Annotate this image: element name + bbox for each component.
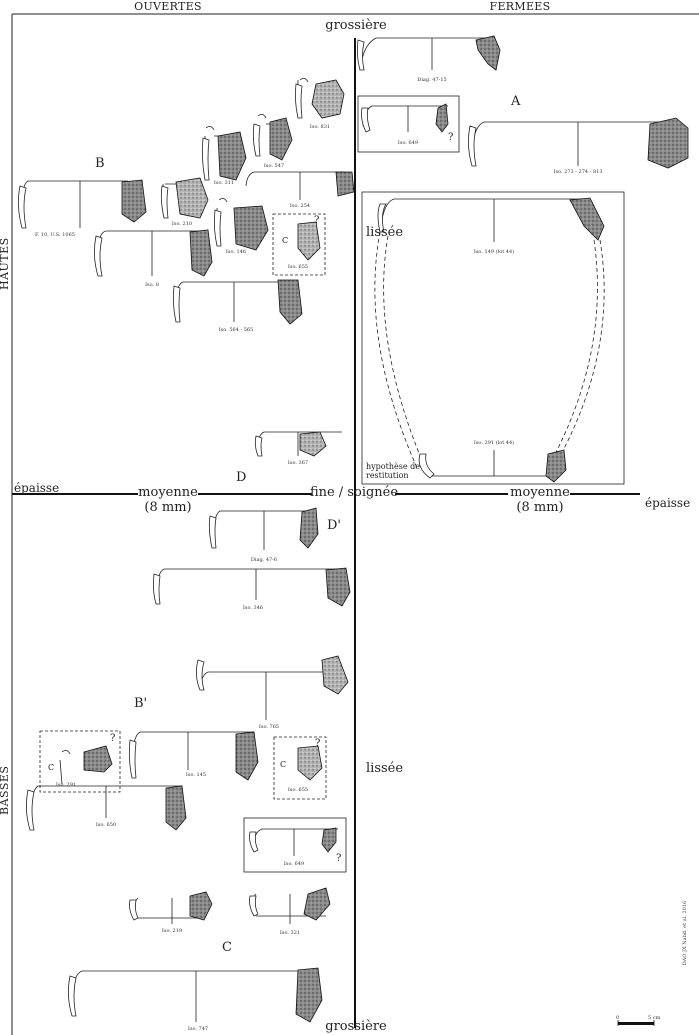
label-epaisse-right: épaisse (645, 496, 691, 510)
group-a: A (511, 94, 521, 109)
ref-iso-146: Iso. 146 (225, 249, 247, 255)
group-c: C (222, 940, 232, 955)
label-grossiere-bottom: grossière (325, 1019, 387, 1034)
group-d-prime: D' (327, 518, 341, 533)
c-mark-left: C (48, 763, 55, 772)
ref-iso-831: Iso. 831 (309, 124, 331, 130)
ref-iso-747: Iso. 747 (187, 1026, 209, 1032)
scale-zero: 0 (616, 1015, 620, 1021)
question-mark-2: ? (314, 215, 320, 226)
ref-iso-649-bottom: Iso. 649 (283, 861, 305, 867)
side-label-basses: BASSES (0, 765, 11, 815)
group-b-prime: B' (134, 696, 148, 711)
ref-iso-649-top: Iso. 649 (397, 140, 419, 146)
label-lissee-bottom: lissée (366, 761, 404, 776)
ref-iso-8: Iso. 8 (145, 282, 159, 288)
scale-five: 5 cm (648, 1015, 661, 1021)
label-fine: fine / soignée (309, 485, 399, 500)
c-mark-bottom: C (280, 760, 287, 769)
question-mark-5: ? (336, 853, 342, 864)
credit: DAO JX Nabd. et al. 2016 (681, 900, 688, 966)
ref-iso-367: Iso. 367 (287, 460, 309, 466)
group-d: D (236, 470, 247, 485)
ref-iso-655-bottom: Iso. 655 (287, 787, 309, 793)
scale-bar (617, 1020, 655, 1026)
label-grossiere-top: grossière (325, 18, 387, 33)
group-boxes (39, 95, 625, 873)
header-ouvertes: OUVERTES (134, 0, 202, 13)
question-mark-3: ? (110, 733, 116, 744)
ref-iso-219: Iso. 219 (161, 928, 183, 934)
ref-diag-47-15: Diag. 47-15 (417, 77, 447, 83)
wall-profiles (18, 39, 477, 1017)
ref-diag-47-6: Diag. 47-6 (250, 557, 278, 563)
label-lissee-top: lissée (366, 225, 404, 240)
frame (11, 13, 699, 1035)
ref-iso-564: Iso. 564 - 565 (218, 327, 254, 333)
ref-iso-254: Iso. 254 (289, 203, 311, 209)
ref-f10: F. 10, U.S. 1065 (35, 232, 75, 238)
question-mark-1: ? (448, 132, 454, 143)
side-label-hautes: HAUTES (0, 237, 11, 290)
ref-iso-650: Iso. 650 (95, 822, 117, 828)
ref-iso-765: Iso. 765 (258, 724, 280, 730)
question-mark-4: ? (315, 738, 321, 749)
c-mark-top: C (282, 236, 289, 245)
header-fermees: FERMEES (489, 0, 551, 13)
ref-iso-547: Iso. 547 (263, 163, 285, 169)
label-epaisse-left: épaisse (14, 481, 60, 495)
ref-iso-311: Iso. 311 (213, 180, 235, 186)
ref-iso-291-lot: Iso. 291 (lot 44) (473, 440, 515, 446)
ref-iso-145: Iso. 145 (185, 772, 207, 778)
ref-iso-273: Iso. 273 - 274 - 813 (553, 169, 603, 175)
ref-iso-655-top: Iso. 655 (287, 264, 309, 270)
ref-iso-210: Iso. 210 (171, 221, 193, 227)
label-moyenne-left-sub: (8 mm) (144, 500, 192, 515)
ref-iso-346: Iso. 346 (242, 605, 264, 611)
ref-iso-321: Iso. 321 (279, 930, 301, 936)
label-moyenne-left: moyenne (138, 485, 198, 500)
ref-iso-149: Iso. 149 (lot 44) (473, 249, 515, 255)
note-restitution: hypothèse de restitution (366, 462, 420, 480)
label-moyenne-right-sub: (8 mm) (516, 500, 564, 515)
ref-iso-291: Iso. 291 (55, 782, 77, 788)
group-b: B (95, 156, 105, 171)
sherds (83, 35, 689, 1023)
label-moyenne-right: moyenne (510, 485, 570, 500)
